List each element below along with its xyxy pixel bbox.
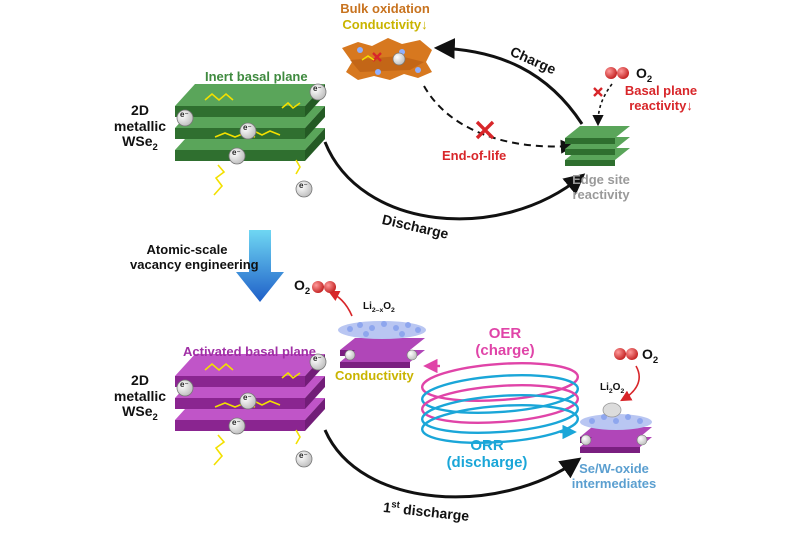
bulk-oxidized-sheet (342, 38, 432, 80)
activated-wse2-stack (175, 354, 325, 466)
electron-label: e⁻ (180, 110, 189, 119)
o2-label-bottom-left: O2 (294, 277, 311, 297)
li2-xo2-label: Li2–xO2 (363, 301, 395, 314)
o2-release-arrow (327, 290, 353, 317)
electron-label: e⁻ (313, 84, 322, 93)
electron-balls-bottom (176, 353, 327, 468)
electron-label: e⁻ (299, 451, 308, 460)
electron-balls-top (176, 83, 327, 198)
inert-basal-plane-label: Inert basal plane (205, 69, 308, 84)
electron-label: e⁻ (299, 181, 308, 190)
electron-label: e⁻ (180, 380, 189, 389)
conductivity-label: Conductivity (335, 368, 414, 383)
end-of-life-cross (475, 120, 495, 140)
basal-cross (593, 87, 603, 97)
end-of-life-arrow (423, 85, 575, 154)
material-label-bottom: 2D metallic WSe2 (113, 372, 167, 424)
o2-molecule-bottom-right (614, 348, 638, 360)
conductivity-down-label: Conductivity↓ (342, 17, 428, 32)
end-of-life-label: End-of-life (442, 148, 507, 163)
electron-label: e⁻ (232, 148, 241, 157)
o2-label-bottom-right: O2 (642, 346, 659, 366)
electron-label: e⁻ (313, 354, 322, 363)
discharge-arrow (323, 141, 586, 221)
edge-site-stack (565, 126, 630, 166)
o2-uptake-arrow (620, 365, 640, 402)
activated-basal-plane-label: Activated basal plane (183, 344, 316, 359)
charged-sheet-center (338, 321, 426, 368)
electron-label: e⁻ (243, 393, 252, 402)
o2-molecule-bottom-left (312, 281, 336, 293)
orr-label: ORR(discharge) (446, 437, 528, 471)
electron-label: e⁻ (232, 418, 241, 427)
electron-label: e⁻ (243, 123, 252, 132)
oer-orr-coils (420, 358, 580, 444)
bulk-oxidation-label: Bulk oxidation (340, 1, 430, 16)
o2-label-top: O2 (636, 65, 653, 85)
oer-label: OER(charge) (475, 325, 535, 359)
inert-wse2-stack (175, 84, 325, 196)
li2o2-label: Li2O2 (600, 382, 625, 395)
discharged-sheet-right (580, 402, 652, 453)
first-discharge-arrow (323, 429, 582, 499)
o2-molecule-top (605, 67, 629, 79)
engineering-arrow (236, 230, 284, 302)
material-label-top: 2D metallic WSe2 (113, 102, 167, 154)
charge-arrow (433, 38, 584, 125)
